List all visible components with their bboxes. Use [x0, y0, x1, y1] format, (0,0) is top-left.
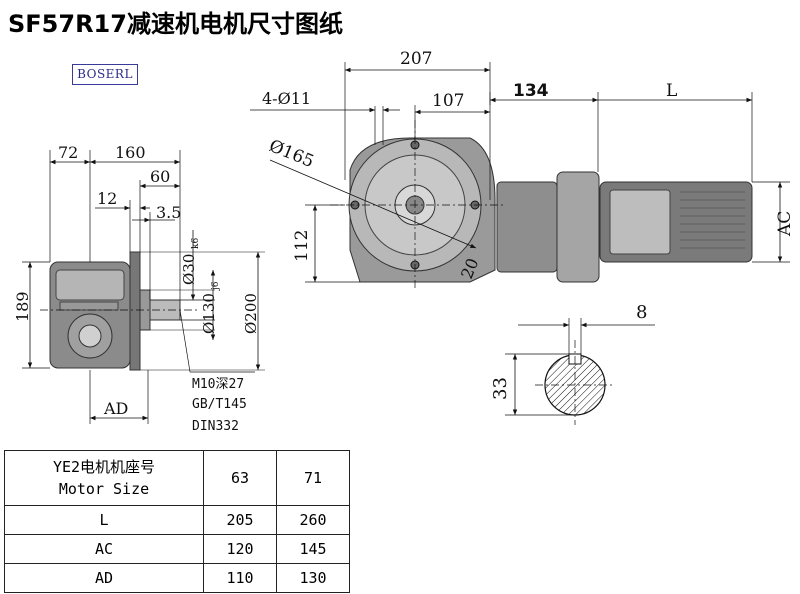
dim-134: 134: [513, 81, 549, 101]
dim-3-5: 3.5: [156, 203, 181, 222]
table-row: AD 110 130: [4, 563, 350, 593]
note-standard: GB/T145: [192, 397, 247, 412]
dim-12: 12: [97, 189, 117, 208]
table-header-line2: Motor Size: [58, 480, 150, 498]
dim-key-height: 33: [490, 377, 511, 400]
dim-4-holes: 4-Ø11: [262, 89, 311, 108]
table-header-line1: YE2电机机座号: [52, 458, 156, 476]
row-label-ac: AC: [4, 534, 204, 564]
page-title: SF57R17减速机电机尺寸图纸: [8, 10, 343, 38]
dim-shaft-30-tol: k6: [191, 238, 201, 249]
front-view: [250, 62, 790, 290]
dim-ac: AC: [775, 211, 795, 237]
row-ac-63: 120: [203, 534, 277, 564]
dim-165: Ø165: [266, 136, 317, 172]
dim-160: 160: [115, 143, 146, 162]
table-row: AC 120 145: [4, 534, 350, 564]
note-din: DIN332: [192, 419, 239, 434]
dim-112: 112: [292, 230, 312, 262]
table-row: L 205 260: [4, 505, 350, 535]
dim-pilot-130-tol: j6: [211, 281, 221, 291]
front-adapter: [496, 181, 558, 273]
row-label-ad: AD: [4, 563, 204, 593]
table-header-label: YE2电机机座号 Motor Size: [4, 450, 204, 506]
brand-logo: BOSERL: [72, 64, 138, 85]
table-col-71: 71: [276, 450, 350, 506]
dim-flange-200: Ø200: [242, 293, 260, 334]
dim-207: 207: [400, 49, 432, 69]
dim-72: 72: [58, 143, 78, 162]
dim-60: 60: [150, 167, 170, 186]
row-ad-71: 130: [276, 563, 350, 593]
dim-ad: AD: [103, 399, 128, 418]
side-flange: [129, 251, 141, 371]
table-col-63: 63: [203, 450, 277, 506]
dim-pilot-130: Ø130: [200, 293, 218, 334]
dim-189: 189: [13, 291, 32, 322]
row-l-63: 205: [203, 505, 277, 535]
motor-size-table: YE2电机机座号 Motor Size 63 71 L 205 260 AC 1…: [4, 450, 350, 593]
row-ad-63: 110: [203, 563, 277, 593]
side-view: [22, 150, 265, 424]
dim-107: 107: [432, 91, 464, 111]
dim-key-width: 8: [636, 302, 647, 323]
row-l-71: 260: [276, 505, 350, 535]
dim-shaft-30: Ø30: [180, 254, 198, 285]
dim-l: L: [666, 81, 677, 101]
row-label-l: L: [4, 505, 204, 535]
keyway-detail: [505, 318, 655, 425]
note-thread: M10深27: [192, 377, 244, 392]
row-ac-71: 145: [276, 534, 350, 564]
